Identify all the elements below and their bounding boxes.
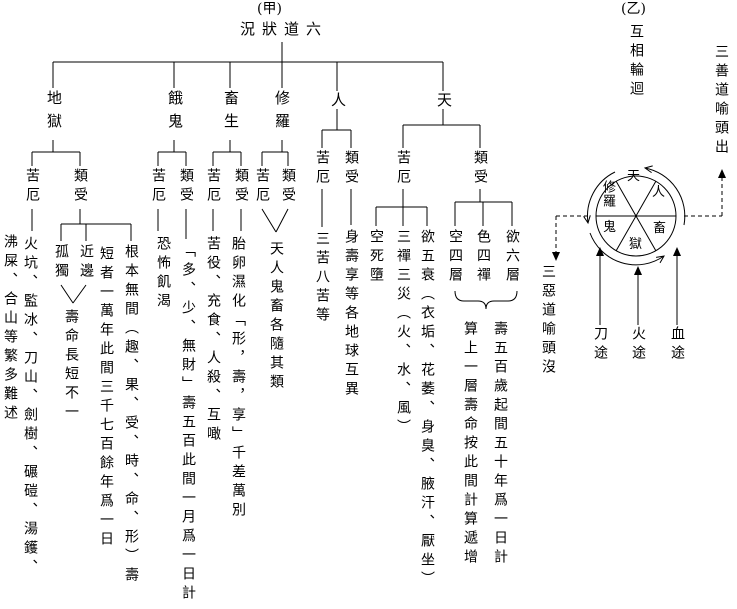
hell-types-label: 類受 — [72, 168, 88, 206]
section-a-title: 況狀道六 — [240, 20, 329, 38]
hell-suffering-text-col2: 沸屎、合山等繁多難述 — [2, 234, 18, 424]
brace-icon — [454, 290, 518, 310]
heaven-types-item-formless: 空四層 — [447, 229, 463, 286]
hell-type-root-col1: 根本無間（趣、果、受、時、命、形）壽 — [123, 244, 139, 586]
wheel-sector-hell: 獄 — [629, 237, 643, 252]
animal-suffering-text: 苦役、充食、人殺、互噉 — [205, 236, 221, 445]
evil-path-arrow-icon — [552, 215, 588, 261]
ghost-suffering-text: 恐怖飢渴 — [155, 236, 171, 312]
heaven-types-item-form: 色四禪 — [475, 229, 491, 286]
human-suffering-label: 苦厄 — [314, 150, 330, 188]
hell-type-root-col2: 短者一萬年此間三千七百餘年爲一日 — [98, 246, 114, 550]
animal-types-text: 胎卵濕化「形，壽，享」千差萬別 — [230, 236, 246, 521]
heaven-types-note-col2: 算上一層壽命按此間計算遞增 — [462, 321, 478, 568]
ghost-types-label: 類受 — [178, 168, 194, 206]
hell-suffering-label: 苦厄 — [24, 168, 40, 206]
human-suffering-text: 三苦八苦等 — [314, 231, 330, 326]
animal-types-label: 類受 — [233, 168, 249, 206]
wheel-sector-human: 人 — [652, 185, 666, 200]
rebirth-wheel — [595, 175, 677, 257]
wheel-sector-asura: 修羅 — [600, 180, 615, 208]
blade-path-arrow-icon — [596, 247, 604, 325]
ghost-types-text: 「多、少、無財」壽五百此間一月爲一日計 — [180, 243, 196, 604]
blood-path-arrow-icon — [673, 247, 681, 325]
path-blade-label: 刀途 — [592, 326, 608, 364]
wheel-sector-ghost: 鬼 — [603, 220, 617, 235]
heaven-suffering-item-three-disasters: 三禪三災（火、水、風） — [395, 229, 411, 438]
realm-hell-label: 地獄 — [45, 90, 63, 136]
wheel-sector-heaven: 天 — [627, 169, 641, 184]
asura-types-label: 類受 — [280, 168, 296, 206]
path-blood-label: 血途 — [669, 326, 685, 364]
good-paths-note: 三善道喻頭出 — [713, 44, 729, 158]
human-types-label: 類受 — [343, 150, 359, 188]
section-b-tag: (乙) — [621, 1, 646, 17]
hell-type-adjacent: 近邊 — [78, 244, 94, 282]
realm-asura-label: 修羅 — [273, 90, 291, 136]
section-b-title: 互相輪迴 — [628, 24, 644, 100]
good-path-arrow-icon — [684, 169, 726, 217]
ghost-suffering-label: 苦厄 — [150, 168, 166, 206]
hell-type-solitary: 孤獨 — [53, 244, 69, 282]
tree-lines — [31, 42, 518, 310]
fire-path-arrow-icon — [634, 266, 642, 325]
evil-paths-note: 三惡道喻頭沒 — [540, 264, 556, 378]
realm-ghost-label: 餓鬼 — [166, 90, 184, 136]
realm-animal-label: 畜生 — [222, 90, 240, 136]
realm-heaven-label: 天 — [435, 92, 453, 115]
hell-lifespan-note: 壽命長短不一 — [63, 309, 79, 423]
asura-merged-text: 天人鬼畜各隨其類 — [268, 241, 284, 393]
heaven-suffering-item-five-decays: 欲五衰（衣垢、花萎、身臭、腋汗、厭坐） — [419, 229, 435, 590]
heaven-types-label: 類受 — [472, 150, 488, 188]
heaven-types-item-desire: 欲六層 — [504, 229, 520, 286]
wheel-sector-animal: 畜 — [653, 221, 667, 236]
human-types-text: 身壽享等各地球互異 — [343, 229, 359, 400]
realm-human-label: 人 — [329, 92, 347, 115]
heaven-types-note-col1: 壽五百歲起間五十年爲一日計 — [492, 321, 508, 568]
heaven-suffering-label: 苦厄 — [395, 150, 411, 188]
animal-suffering-label: 苦厄 — [205, 168, 221, 206]
section-a-tag: (甲) — [257, 1, 282, 17]
asura-suffering-label: 苦厄 — [254, 168, 270, 206]
heaven-suffering-item-void-fall: 空死墮 — [368, 229, 384, 286]
hell-suffering-text-col1: 火坑、監冰、刀山、劍樹、碾磑、湯鑊、 — [22, 236, 38, 578]
path-fire-label: 火途 — [630, 326, 646, 364]
